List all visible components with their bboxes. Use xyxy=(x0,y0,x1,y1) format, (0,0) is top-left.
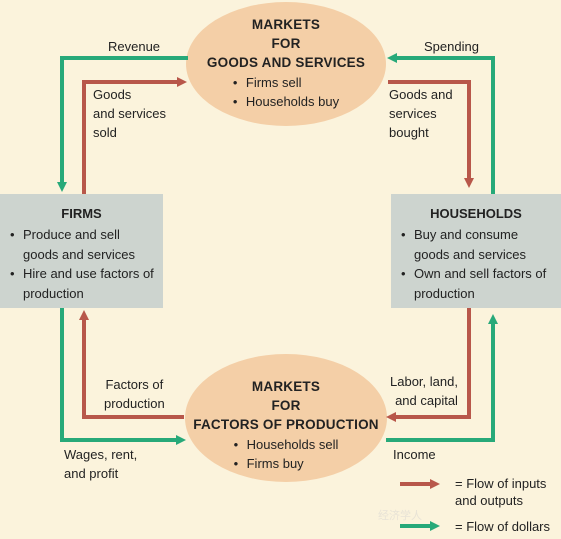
goods-bought-flow xyxy=(388,80,474,188)
watermark: 经济学人 xyxy=(378,510,422,522)
labor-land-capital-label: Labor, land, and capital xyxy=(390,374,458,408)
goods-sold-label: Goods and services sold xyxy=(93,87,166,140)
factors-market: MARKETS FOR FACTORS OF PRODUCTION Househ… xyxy=(191,377,381,473)
households-bullets: Buy and consume goods and services Own a… xyxy=(401,225,553,303)
goods-market-title-2: FOR xyxy=(271,36,301,51)
goods-market-bullet: Firms sell xyxy=(233,73,339,92)
revenue-label: Revenue xyxy=(108,39,161,54)
firms-box: FIRMS Produce and sell goods and service… xyxy=(0,194,163,308)
households-box: HOUSEHOLDS Buy and consume goods and ser… xyxy=(391,194,561,308)
wages-rent-profit-flow xyxy=(60,308,186,445)
firms-bullet: Hire and use factors of production xyxy=(10,264,155,303)
spending-flow xyxy=(387,53,495,194)
factors-of-production-flow xyxy=(79,310,184,419)
income-flow xyxy=(386,314,498,442)
goods-market-bullets: Firms sell Households buy xyxy=(233,73,339,111)
income-label: Income xyxy=(393,447,436,462)
households-title: HOUSEHOLDS xyxy=(430,206,522,221)
firms-title: FIRMS xyxy=(61,206,102,221)
firms-bullets: Produce and sell goods and services Hire… xyxy=(10,225,155,303)
labor-land-capital-flow xyxy=(386,308,471,422)
goods-market-title-3: GOODS AND SERVICES xyxy=(206,55,366,70)
factors-market-title-2: FOR xyxy=(271,398,301,413)
goods-bought-label: Goods and services bought xyxy=(389,87,453,140)
revenue-flow xyxy=(57,56,188,192)
factors-market-title-1: MARKETS xyxy=(251,379,321,394)
goods-market-bullet: Households buy xyxy=(233,92,339,111)
spending-label: Spending xyxy=(424,39,479,54)
factors-market-bullet: Households sell xyxy=(234,435,339,454)
factors-market-bullets: Households sell Firms buy xyxy=(234,435,339,473)
factors-market-bullet: Firms buy xyxy=(234,454,339,473)
firms-bullet: Produce and sell goods and services xyxy=(10,225,155,264)
goods-market-title-1: MARKETS xyxy=(251,17,321,32)
wages-rent-profit-label: Wages, rent, and profit xyxy=(64,447,138,481)
goods-market: MARKETS FOR GOODS AND SERVICES Firms sel… xyxy=(196,15,376,111)
households-bullet: Buy and consume goods and services xyxy=(401,225,553,264)
legend-inputs-text: = Flow of inputs and outputs xyxy=(455,476,547,508)
legend-dollars-text: = Flow of dollars xyxy=(455,519,551,534)
factors-of-production-label: Factors of production xyxy=(104,377,165,411)
factors-market-title-3: FACTORS OF PRODUCTION xyxy=(193,417,379,432)
households-bullet: Own and sell factors of production xyxy=(401,264,553,303)
goods-sold-flow xyxy=(82,77,187,194)
